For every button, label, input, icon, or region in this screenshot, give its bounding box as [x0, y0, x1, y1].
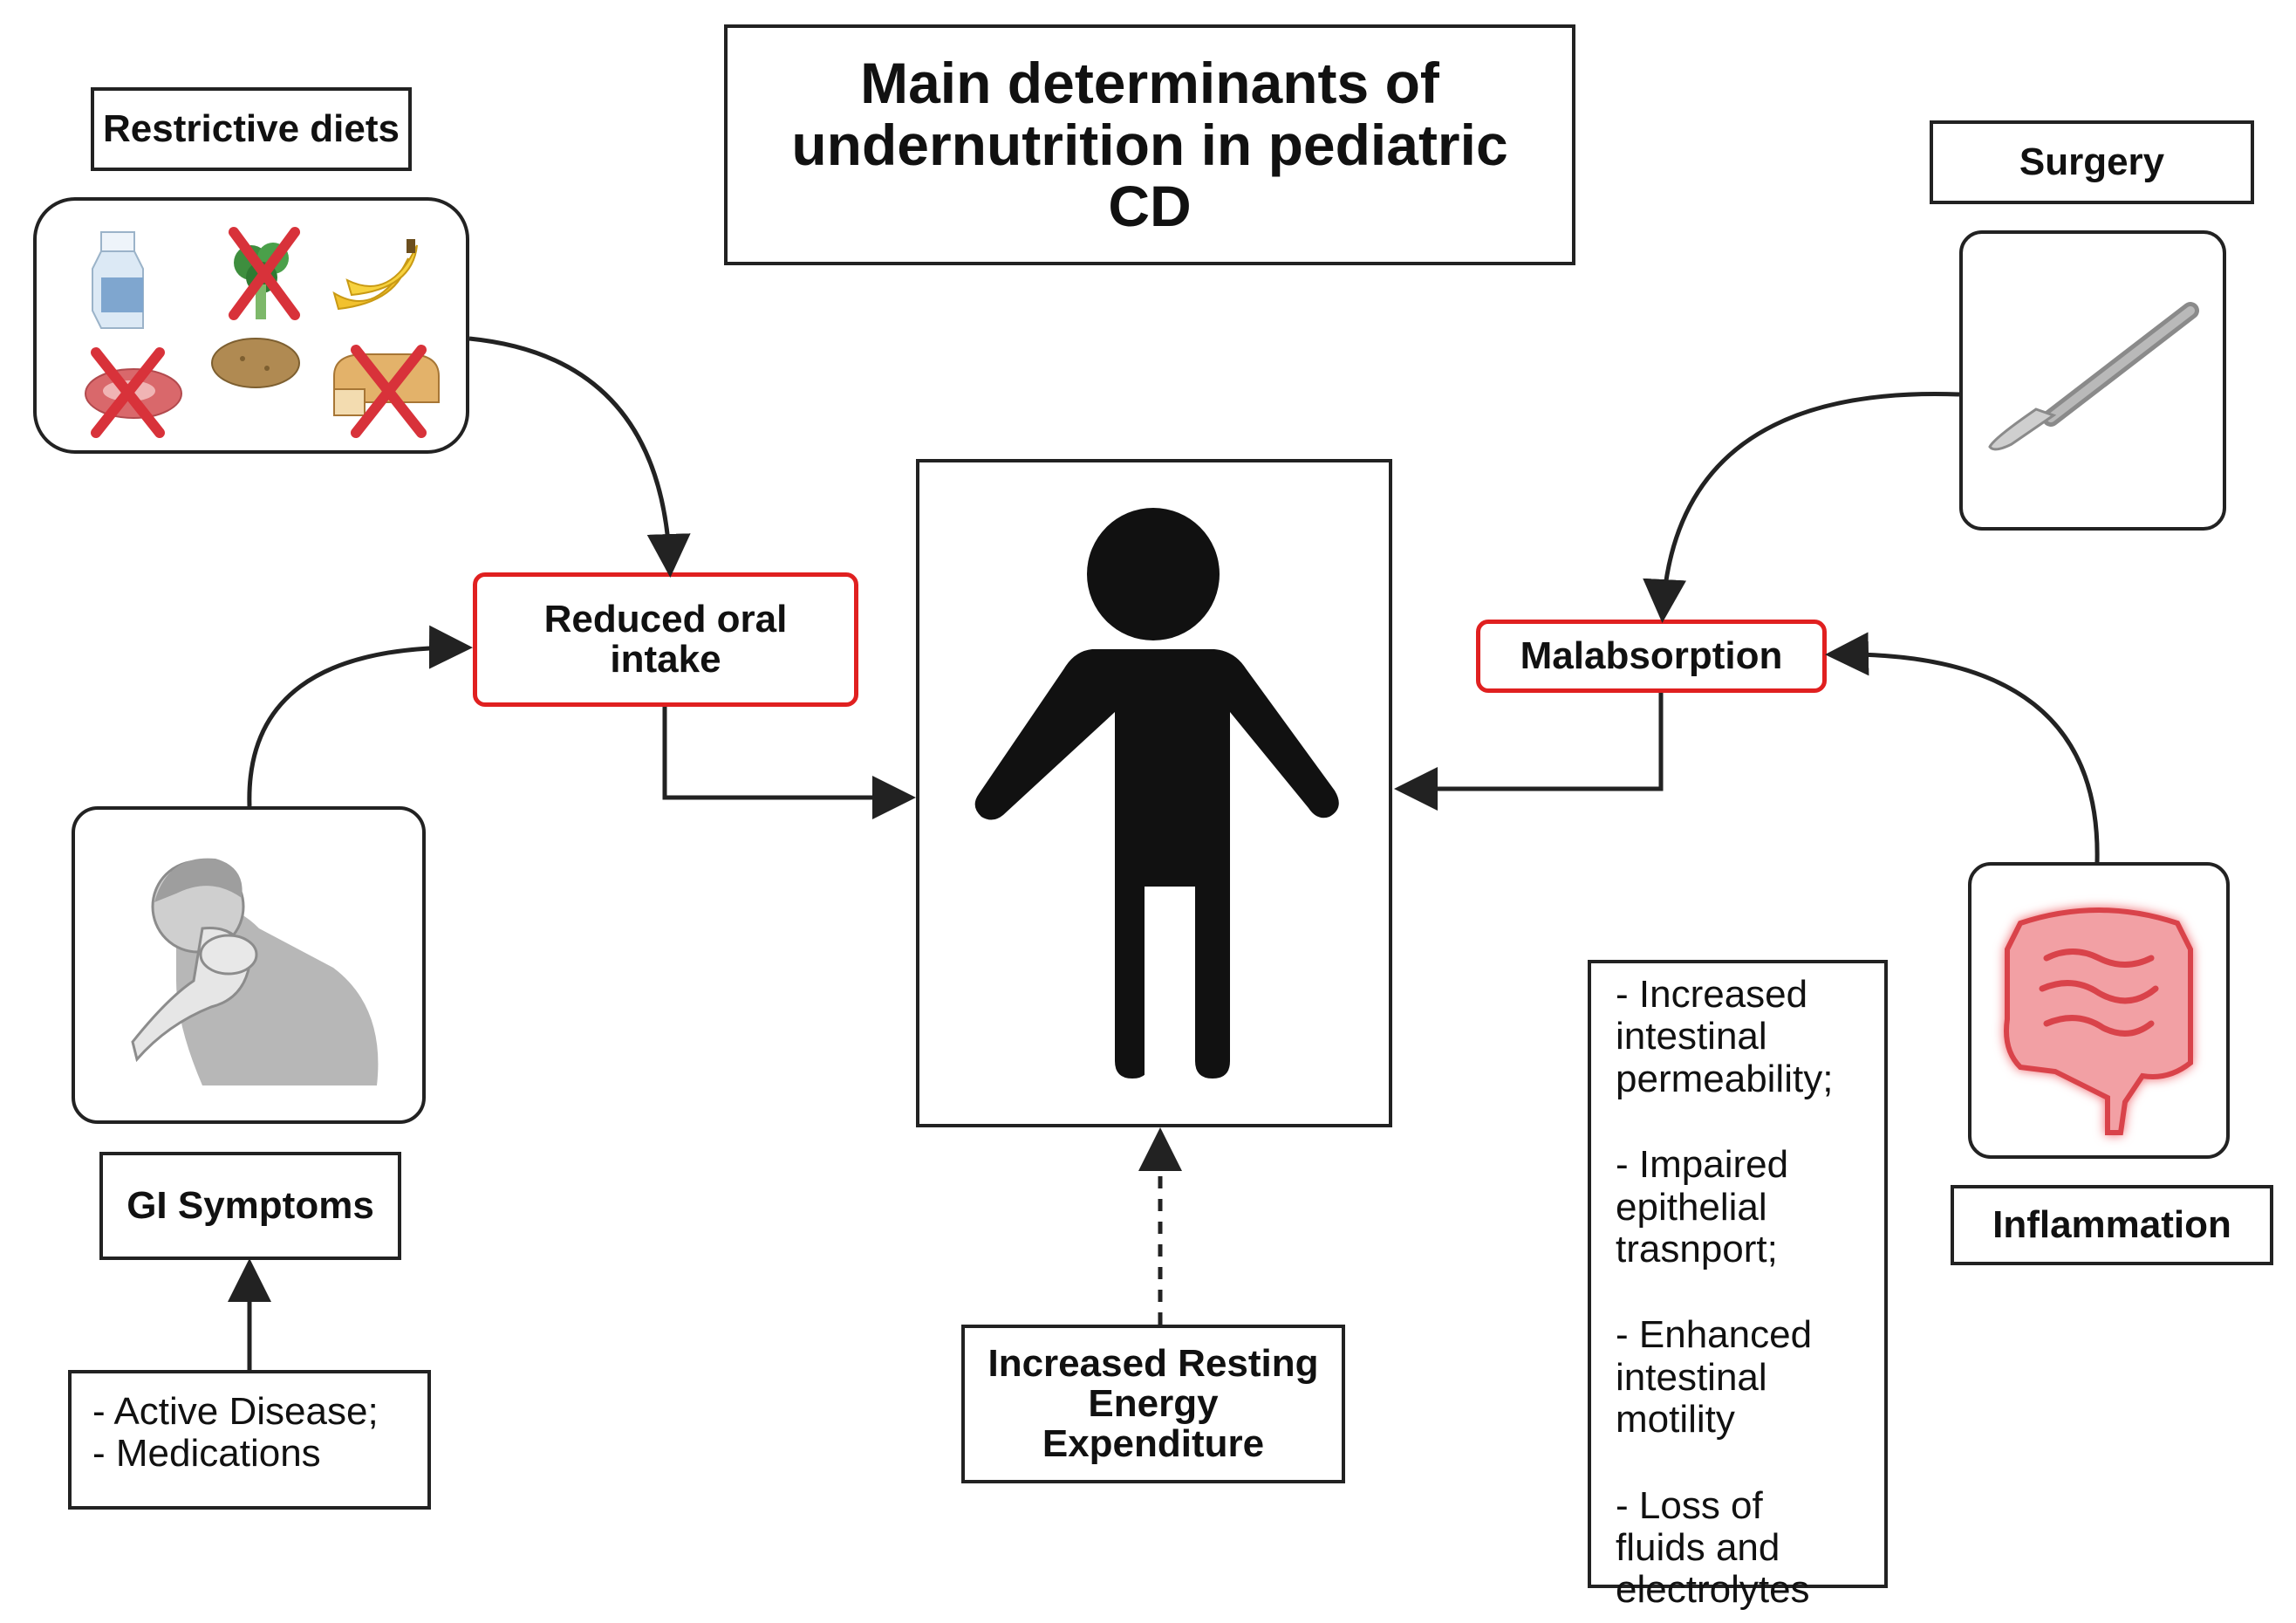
inflammation-label-box: Inflammation [1951, 1185, 2273, 1265]
effect-line: - Enhanced [1616, 1313, 1813, 1357]
arrow-surgery-to-malabsorption [1643, 391, 1960, 623]
effect-line: - Loss of [1616, 1483, 1763, 1527]
meat-crossed-icon [85, 347, 182, 438]
effect-item-fluids: - Loss of fluids and electrolytes [1616, 1483, 1884, 1612]
bread-crossed-icon [333, 345, 440, 438]
effect-line: epithelial [1616, 1185, 1767, 1229]
arrow-malabsorption-to-child [1394, 693, 1664, 811]
malabsorption-box: Malabsorption [1476, 620, 1827, 693]
arrow-inflammation-to-malabsorption [1825, 632, 2100, 863]
inflammation-label: Inflammation [1992, 1202, 2231, 1246]
gi-causes-box: - Active Disease; - Medications [68, 1370, 431, 1510]
gi-cause-item: - Active Disease; [92, 1390, 379, 1433]
effect-line: - Impaired [1616, 1143, 1789, 1187]
restrictive-diets-label-box: Restrictive diets [91, 87, 412, 171]
inflammation-effects-box: - Increased intestinal permeability; - I… [1588, 960, 1888, 1611]
effect-line: fluids and [1616, 1525, 1780, 1569]
effect-line: electrolytes [1616, 1568, 1810, 1612]
arrow-diets-to-intake [468, 336, 691, 578]
reduced-oral-intake-label: Reduced oral intake [543, 597, 788, 681]
inflammation-image-box [1968, 862, 2230, 1159]
surgery-label: Surgery [2019, 140, 2165, 183]
gi-cause-item: - Medications [92, 1432, 321, 1476]
increased-ree-label: Increased Resting Energy Expenditure [987, 1341, 1319, 1466]
effect-item-permeability: - Increased intestinal permeability; [1616, 973, 1884, 1100]
surgery-label-box: Surgery [1930, 120, 2254, 204]
effect-line: intestinal [1616, 1015, 1767, 1058]
banana-icon [332, 239, 418, 311]
page-title: Main determinants of undernutrition in p… [791, 51, 1508, 239]
gi-symptoms-label-box: GI Symptoms [99, 1152, 401, 1260]
broccoli-crossed-icon [229, 227, 300, 320]
effect-item-transport: - Impaired epithelial trasnport; [1616, 1143, 1884, 1270]
potato-icon [211, 338, 300, 388]
arrow-gi-to-intake [247, 625, 473, 807]
title-box: Main determinants of undernutrition in p… [724, 24, 1575, 265]
gi-symptoms-label: GI Symptoms [126, 1183, 374, 1227]
scalpel-icon [1988, 302, 2199, 451]
effect-line: motility [1616, 1398, 1735, 1442]
child-figure-box [916, 459, 1392, 1127]
effect-line: intestinal [1616, 1355, 1767, 1399]
arrow-intake-to-child [662, 707, 916, 819]
effect-line: trasnport; [1616, 1227, 1778, 1270]
malabsorption-label: Malabsorption [1520, 633, 1783, 677]
milk-carton-icon [92, 231, 144, 329]
nauseous-child-icon [131, 858, 379, 1085]
child-figure-icon [974, 508, 1339, 1079]
inflamed-intestine-icon [2004, 907, 2193, 1135]
effect-line: permeability; [1616, 1057, 1834, 1100]
effect-line: - Increased [1616, 973, 1808, 1016]
gi-symptoms-image-box [72, 806, 426, 1124]
increased-ree-box: Increased Resting Energy Expenditure [961, 1325, 1345, 1483]
scalpel-image-box [1959, 230, 2226, 531]
restrictive-diets-label: Restrictive diets [103, 106, 400, 150]
effect-item-motility: - Enhanced intestinal motility [1616, 1313, 1884, 1442]
food-icons-box [33, 197, 469, 454]
